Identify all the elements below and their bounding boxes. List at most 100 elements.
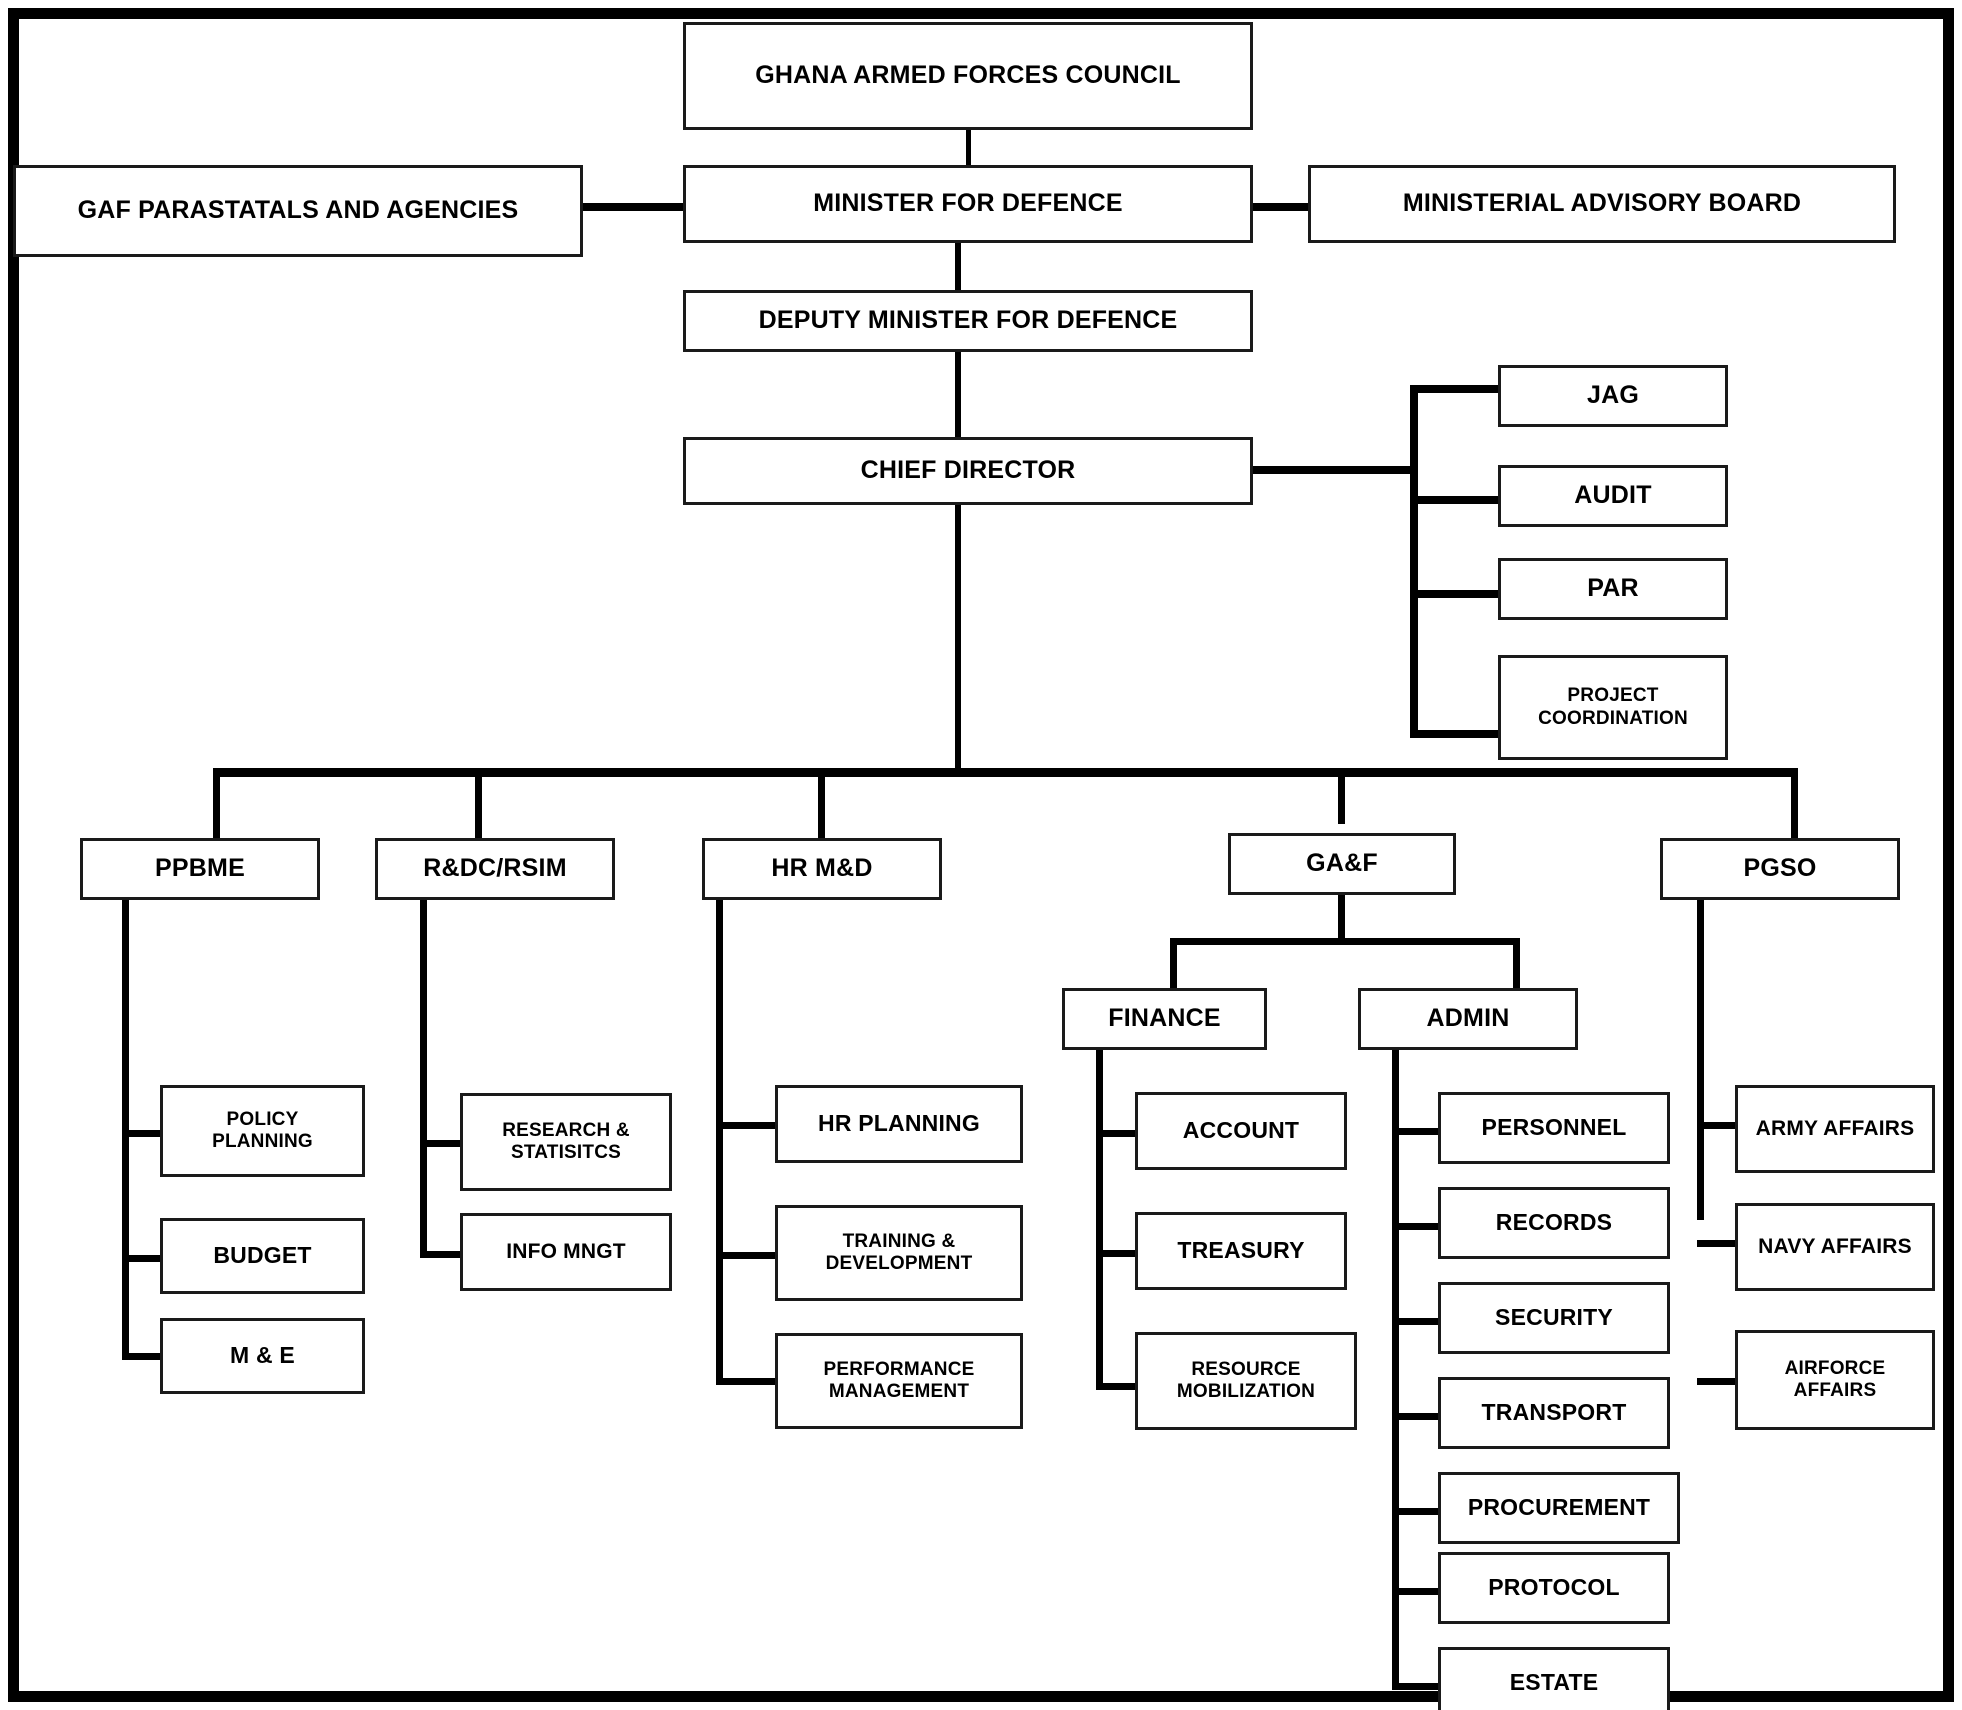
connector-parastatals-to-minister — [578, 203, 688, 211]
connector-admin-to-procurement — [1392, 1508, 1440, 1515]
connector-bus-to-ppbme — [213, 768, 220, 840]
node-ghana-armed-forces-council[interactable]: GHANA ARMED FORCES COUNCIL — [683, 22, 1253, 130]
node-deputy-minister-for-defence[interactable]: DEPUTY MINISTER FOR DEFENCE — [683, 290, 1253, 352]
connector-ppbme-to-m-and-e — [122, 1353, 162, 1360]
connector-department-bus — [213, 768, 1798, 777]
node-label: ADMIN — [1426, 1004, 1510, 1033]
connector-hrmd-to-performance — [716, 1378, 778, 1385]
node-label: R&DC/RSIM — [423, 854, 567, 883]
node-budget[interactable]: BUDGET — [160, 1218, 365, 1294]
connector-hrmd-to-training — [716, 1252, 778, 1259]
node-label: PPBME — [155, 854, 245, 883]
node-label: ARMY AFFAIRS — [1755, 1116, 1915, 1140]
node-resource-mobilization[interactable]: RESOURCE MOBILIZATION — [1135, 1332, 1357, 1430]
node-label: MINISTERIAL ADVISORY BOARD — [1402, 189, 1802, 218]
connector-rdc-to-research — [420, 1140, 460, 1147]
connector-admin-to-records — [1392, 1223, 1440, 1230]
node-ga-and-f[interactable]: GA&F — [1228, 833, 1456, 895]
node-procurement[interactable]: PROCUREMENT — [1438, 1472, 1680, 1544]
node-policy-planning[interactable]: POLICY PLANNING — [160, 1085, 365, 1177]
node-label: RESEARCH & STATISITCS — [502, 1119, 630, 1163]
connector-gaf-bus — [1170, 938, 1520, 945]
node-ppbme[interactable]: PPBME — [80, 838, 320, 900]
connector-finance-spine — [1096, 1045, 1103, 1390]
node-label: MINISTER FOR DEFENCE — [813, 189, 1123, 218]
node-finance[interactable]: FINANCE — [1062, 988, 1267, 1050]
node-label: TREASURY — [1177, 1237, 1305, 1264]
node-minister-for-defence[interactable]: MINISTER FOR DEFENCE — [683, 165, 1253, 243]
connector-deputy-to-chief-director — [955, 330, 961, 444]
connector-finance-to-treasury — [1096, 1250, 1136, 1257]
node-label: TRAINING & DEVELOPMENT — [825, 1230, 973, 1274]
node-transport[interactable]: TRANSPORT — [1438, 1377, 1670, 1449]
node-performance-management[interactable]: PERFORMANCE MANAGEMENT — [775, 1333, 1023, 1429]
node-account[interactable]: ACCOUNT — [1135, 1092, 1347, 1170]
connector-bus-to-rdc — [475, 768, 482, 840]
node-training-and-development[interactable]: TRAINING & DEVELOPMENT — [775, 1205, 1023, 1301]
connector-spine-to-par — [1410, 590, 1500, 598]
connector-minister-to-deputy — [955, 238, 961, 294]
node-records[interactable]: RECORDS — [1438, 1187, 1670, 1259]
connector-finance-to-resource-mob — [1096, 1383, 1136, 1390]
node-protocol[interactable]: PROTOCOL — [1438, 1552, 1670, 1624]
connector-admin-to-security — [1392, 1318, 1440, 1325]
connector-bus-to-pgso — [1791, 768, 1798, 840]
node-project-coordination[interactable]: PROJECT COORDINATION — [1498, 655, 1728, 760]
connector-rdc-to-info-mngt — [420, 1251, 460, 1258]
node-label: NAVY AFFAIRS — [1758, 1234, 1912, 1258]
connector-admin-spine — [1392, 1045, 1399, 1690]
node-treasury[interactable]: TREASURY — [1135, 1212, 1347, 1290]
node-label: GAF PARASTATALS AND AGENCIES — [77, 196, 519, 225]
node-par[interactable]: PAR — [1498, 558, 1728, 620]
connector-bus-to-gaf — [1338, 768, 1345, 824]
node-pgso[interactable]: PGSO — [1660, 838, 1900, 900]
node-security[interactable]: SECURITY — [1438, 1282, 1670, 1354]
node-label: SECURITY — [1495, 1304, 1613, 1331]
node-personnel[interactable]: PERSONNEL — [1438, 1092, 1670, 1164]
node-label: PROTOCOL — [1488, 1574, 1620, 1601]
node-label: PAR — [1587, 574, 1639, 603]
node-m-and-e[interactable]: M & E — [160, 1318, 365, 1394]
node-label: TRANSPORT — [1481, 1399, 1627, 1426]
node-airforce-affairs[interactable]: AIRFORCE AFFAIRS — [1735, 1330, 1935, 1430]
connector-gaf-bus-to-admin — [1513, 938, 1520, 990]
node-army-affairs[interactable]: ARMY AFFAIRS — [1735, 1085, 1935, 1173]
connector-gaf-drop — [1338, 895, 1345, 940]
node-audit[interactable]: AUDIT — [1498, 465, 1728, 527]
node-label: PGSO — [1743, 854, 1817, 883]
node-ministerial-advisory-board[interactable]: MINISTERIAL ADVISORY BOARD — [1308, 165, 1896, 243]
connector-rdc-spine — [420, 900, 427, 1258]
node-gaf-parastatals-and-agencies[interactable]: GAF PARASTATALS AND AGENCIES — [13, 165, 583, 257]
node-label: RECORDS — [1495, 1209, 1613, 1236]
connector-council-to-minister — [966, 130, 971, 170]
node-hr-planning[interactable]: HR PLANNING — [775, 1085, 1023, 1163]
node-info-mngt[interactable]: INFO MNGT — [460, 1213, 672, 1291]
connector-pgso-spine — [1697, 900, 1704, 1220]
node-label: GA&F — [1306, 849, 1378, 878]
connector-gaf-bus-to-finance — [1170, 938, 1177, 990]
node-label: HR M&D — [771, 854, 873, 883]
connector-hrmd-spine — [716, 900, 723, 1378]
connector-staff-spine — [1410, 388, 1418, 738]
node-chief-director[interactable]: CHIEF DIRECTOR — [683, 437, 1253, 505]
node-rdc-rsim[interactable]: R&DC/RSIM — [375, 838, 615, 900]
connector-admin-to-protocol — [1392, 1588, 1440, 1595]
node-label: PERFORMANCE MANAGEMENT — [823, 1358, 975, 1402]
connector-spine-to-project-coordination — [1410, 730, 1500, 738]
node-label: BUDGET — [213, 1242, 312, 1269]
connector-admin-to-transport — [1392, 1413, 1440, 1420]
connector-chief-director-to-staff-stub — [1250, 466, 1418, 474]
connector-finance-to-account — [1096, 1130, 1136, 1137]
node-admin[interactable]: ADMIN — [1358, 988, 1578, 1050]
node-label: PROCUREMENT — [1467, 1494, 1651, 1521]
connector-ppbme-to-budget — [122, 1255, 162, 1262]
node-label: AIRFORCE AFFAIRS — [1784, 1357, 1886, 1401]
node-navy-affairs[interactable]: NAVY AFFAIRS — [1735, 1203, 1935, 1291]
node-estate[interactable]: ESTATE — [1438, 1647, 1670, 1710]
node-hr-md[interactable]: HR M&D — [702, 838, 942, 900]
node-jag[interactable]: JAG — [1498, 365, 1728, 427]
node-label: GHANA ARMED FORCES COUNCIL — [755, 61, 1181, 90]
node-label: POLICY PLANNING — [212, 1108, 313, 1152]
node-label: AUDIT — [1574, 481, 1652, 510]
node-research-and-statistics[interactable]: RESEARCH & STATISITCS — [460, 1093, 672, 1191]
